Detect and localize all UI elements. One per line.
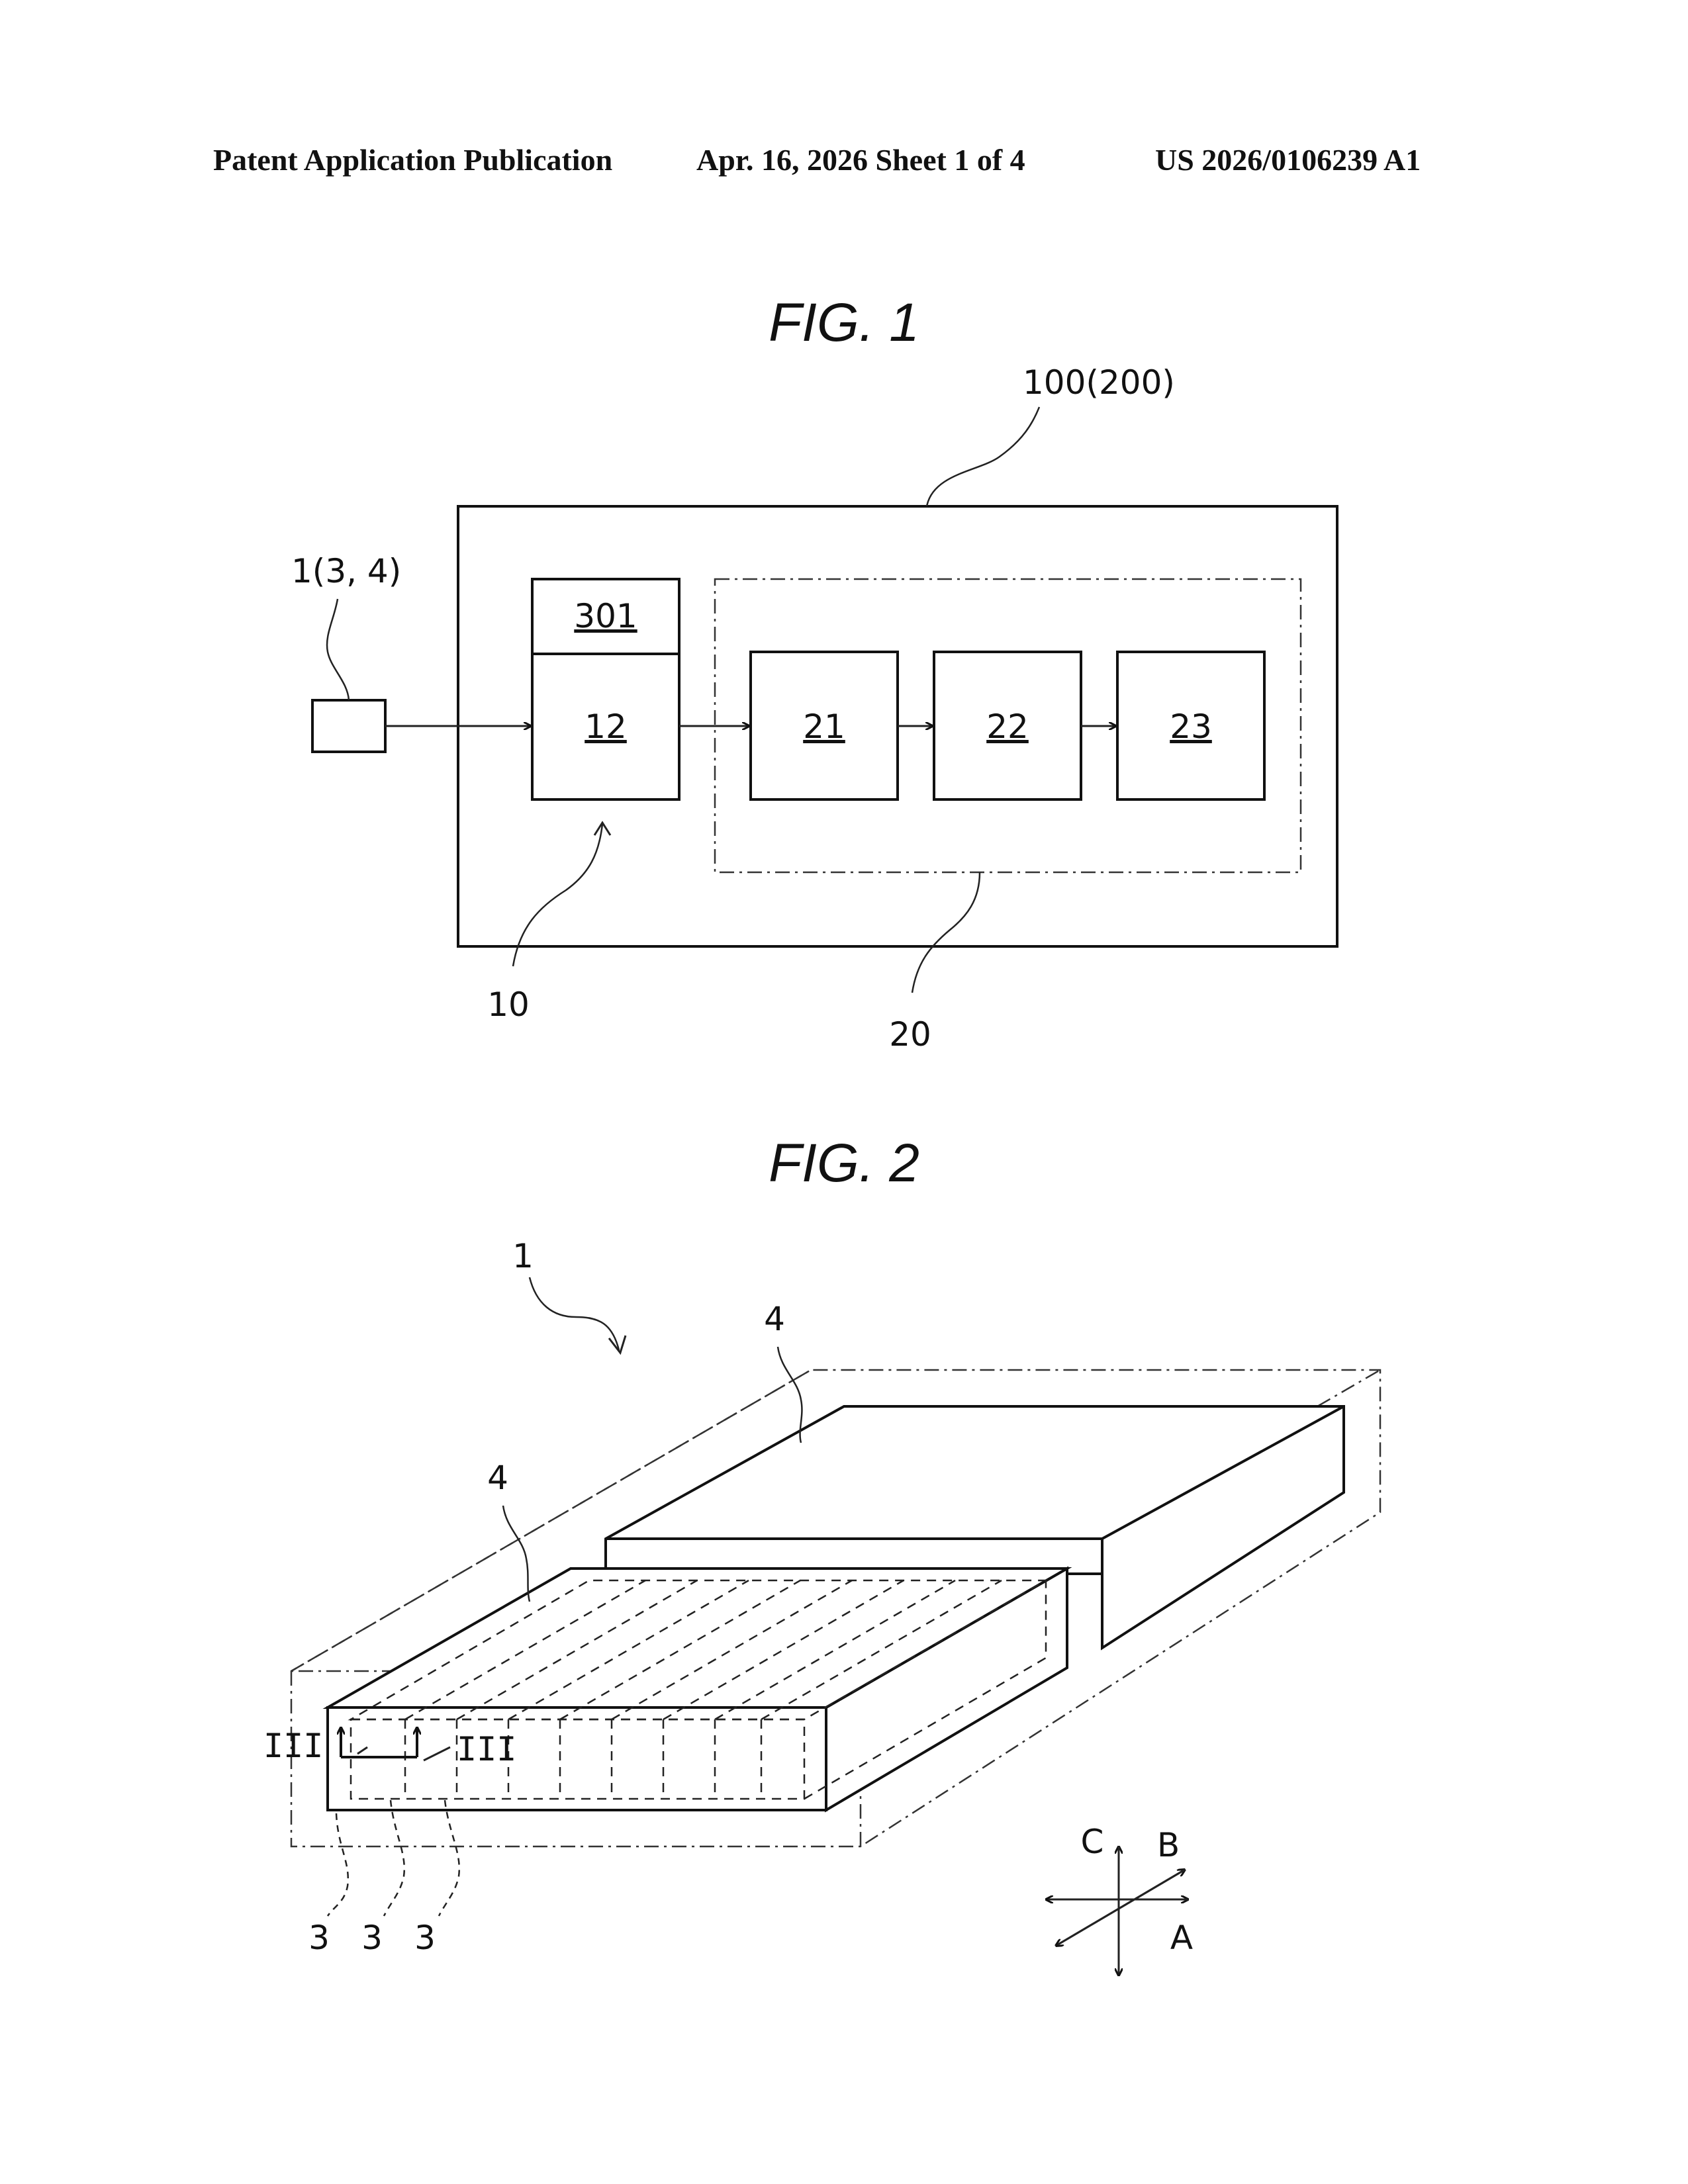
leader-module-front (503, 1506, 530, 1602)
fig2-title: FIG. 2 (769, 1133, 919, 1193)
leader-cell-2 (384, 1800, 404, 1916)
label-axis-c: C (1081, 1823, 1104, 1861)
label-20: 20 (889, 1015, 931, 1054)
label-cell-2: 3 (361, 1919, 383, 1957)
label-module-back: 4 (764, 1300, 785, 1338)
leader-cell-3 (439, 1800, 459, 1916)
figure-1: FIG. 1 100(200) 1(3, 4) 301 12 21 22 23 … (291, 293, 1337, 1054)
label-21: 21 (803, 707, 845, 746)
axis-indicator (1046, 1846, 1188, 1976)
label-axis-b: B (1157, 1826, 1180, 1864)
figure-2: FIG. 2 1 4 (263, 1133, 1380, 1976)
leader-assembly (530, 1277, 619, 1350)
label-cell-3: 3 (414, 1919, 436, 1957)
label-input: 1(3, 4) (291, 552, 401, 590)
label-module-front: 4 (487, 1459, 508, 1497)
label-301: 301 (574, 597, 637, 635)
fig1-title: FIG. 1 (769, 293, 919, 353)
label-axis-a: A (1170, 1919, 1193, 1957)
label-23: 23 (1170, 707, 1212, 746)
leader-cell-1 (328, 1813, 348, 1916)
label-section-right: III (457, 1730, 516, 1768)
front-module (328, 1569, 1067, 1810)
label-system: 100(200) (1023, 363, 1175, 402)
label-assembly: 1 (512, 1237, 534, 1275)
label-10: 10 (487, 985, 530, 1024)
leader-system (927, 407, 1039, 506)
label-section-left: III (263, 1727, 323, 1765)
label-12: 12 (585, 707, 627, 746)
label-22: 22 (986, 707, 1029, 746)
leader-module-back (778, 1347, 802, 1443)
leader-input (327, 599, 349, 700)
label-cell-1: 3 (308, 1919, 330, 1957)
input-device-box (312, 700, 385, 752)
